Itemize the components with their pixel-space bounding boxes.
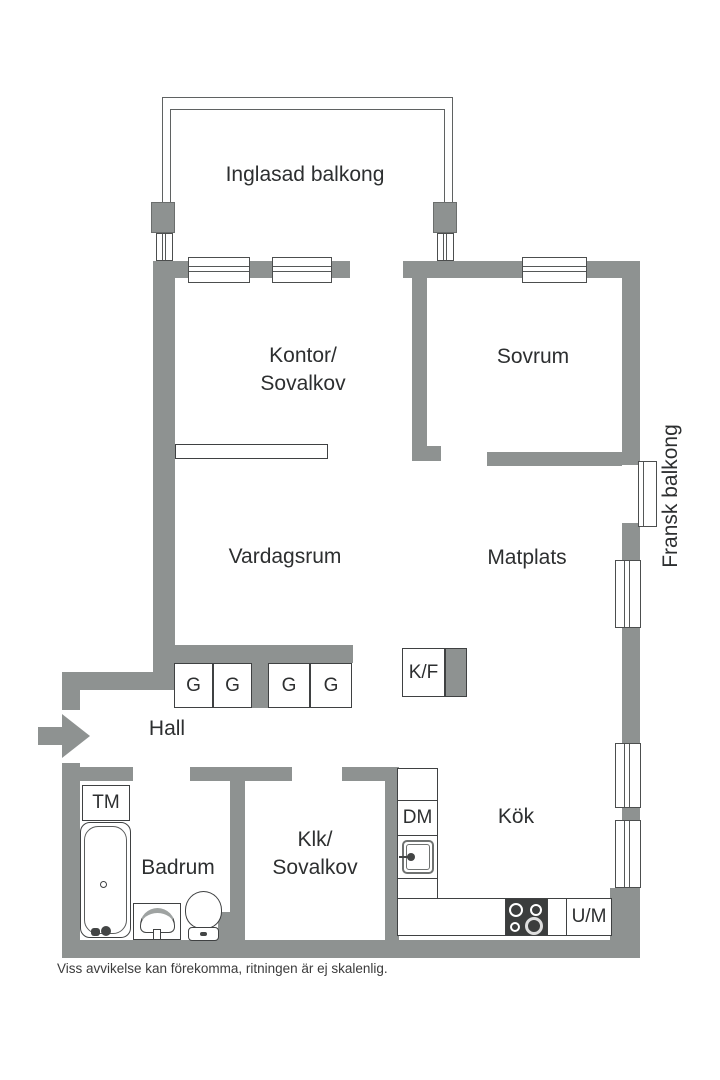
wardrobe-3-label: G bbox=[281, 674, 297, 696]
kitchen-faucet-line bbox=[399, 856, 410, 858]
bathtub-faucet-2 bbox=[101, 926, 111, 936]
wall-right-5 bbox=[622, 888, 640, 958]
wall-corner-kitchen bbox=[610, 888, 622, 940]
wardrobe-3: G bbox=[268, 663, 310, 708]
office-label-line1: Kontor/ bbox=[269, 344, 337, 367]
wall-bottom bbox=[62, 940, 640, 958]
wardrobe-2-label: G bbox=[225, 674, 240, 696]
window-kitchen-2 bbox=[615, 820, 641, 888]
low-wall-shelf bbox=[175, 444, 328, 459]
wall-hall-bottom-3 bbox=[342, 767, 399, 781]
wall-right-3 bbox=[622, 628, 640, 743]
kitchen-label: Kök bbox=[497, 805, 535, 828]
hall-label: Hall bbox=[148, 717, 186, 740]
wall-right-2 bbox=[622, 523, 640, 560]
wall-wardrobe-column bbox=[252, 645, 268, 708]
balcony-connector-window-left bbox=[156, 233, 173, 261]
bathtub-inner bbox=[84, 826, 127, 934]
kitchen-counter-bottom-2 bbox=[547, 898, 568, 936]
stove-burner-1 bbox=[509, 903, 523, 917]
balcony-label: Inglasad balkong bbox=[225, 163, 385, 186]
closet-label-line2: Sovalkov bbox=[272, 856, 358, 879]
wall-hall-jut-vertical bbox=[62, 672, 80, 710]
wardrobe-4: G bbox=[310, 663, 352, 708]
window-dining bbox=[615, 560, 641, 628]
wall-left-upper bbox=[153, 261, 175, 690]
closet-label-line1: Klk/ bbox=[297, 828, 333, 851]
wall-office-bedroom-foot bbox=[412, 446, 441, 461]
washing-machine: TM bbox=[82, 785, 130, 821]
bathtub-drain bbox=[100, 881, 107, 888]
bedroom-label: Sovrum bbox=[496, 345, 570, 368]
fridge-freezer: K/F bbox=[402, 648, 445, 697]
kitchen-counter-cell-1 bbox=[397, 768, 438, 801]
wall-left-lower bbox=[62, 763, 80, 958]
wall-office-bedroom-divider bbox=[412, 278, 427, 450]
wall-bath-divider-step bbox=[218, 912, 245, 940]
dishwasher-label: DM bbox=[402, 807, 433, 828]
office-label-line2: Sovalkov bbox=[260, 372, 346, 395]
wardrobe-2: G bbox=[213, 663, 252, 708]
oven-microwave-label: U/M bbox=[571, 906, 607, 927]
bathroom-sink-tap bbox=[153, 929, 161, 940]
living-room-label: Vardagsrum bbox=[228, 545, 342, 568]
toilet-button bbox=[200, 932, 207, 936]
wall-right-1 bbox=[622, 261, 640, 465]
french-balcony-label: Fransk balkong bbox=[659, 424, 682, 568]
dishwasher: DM bbox=[397, 800, 438, 836]
wall-bath-closet-divider bbox=[230, 767, 245, 940]
wall-closet-right bbox=[385, 767, 399, 940]
stove-burner-2 bbox=[530, 904, 542, 916]
french-balcony-rail bbox=[638, 461, 657, 527]
stove-burner-4 bbox=[525, 917, 543, 935]
window-office-2 bbox=[272, 257, 332, 283]
balcony-post-left bbox=[151, 202, 175, 233]
kitchen-faucet-dot bbox=[407, 853, 415, 861]
bathroom-label: Badrum bbox=[141, 856, 215, 879]
wall-right-4 bbox=[622, 808, 640, 820]
dining-label: Matplats bbox=[487, 546, 567, 569]
balcony-post-right bbox=[433, 202, 457, 233]
wall-bedroom-bottom bbox=[487, 452, 622, 466]
balcony-glazing-inner bbox=[170, 109, 445, 237]
washing-machine-label: TM bbox=[92, 792, 120, 813]
fridge-freezer-label: K/F bbox=[408, 661, 439, 683]
kitchen-counter-bottom-1 bbox=[397, 898, 506, 936]
oven-microwave: U/M bbox=[566, 898, 612, 936]
window-bedroom bbox=[522, 257, 587, 283]
wardrobe-1-label: G bbox=[186, 674, 201, 696]
window-office-1 bbox=[188, 257, 250, 283]
wardrobe-1: G bbox=[174, 663, 213, 708]
bathroom-sink-basin bbox=[140, 908, 175, 933]
fridge-freezer-cabinet bbox=[445, 648, 467, 697]
kitchen-counter-cell-2 bbox=[397, 878, 438, 899]
closet-label: Klk/ Sovalkov bbox=[245, 826, 385, 882]
stove-burner-3 bbox=[510, 922, 520, 932]
window-kitchen-1 bbox=[615, 743, 641, 808]
stove bbox=[505, 898, 548, 936]
office-label: Kontor/ Sovalkov bbox=[203, 342, 403, 398]
balcony-glazing-outer bbox=[162, 97, 453, 237]
wall-hall-bottom-1 bbox=[62, 767, 133, 781]
bathtub-faucet bbox=[91, 928, 100, 936]
balcony-connector-window-right bbox=[437, 233, 454, 261]
toilet-bowl bbox=[185, 891, 222, 929]
wardrobe-4-label: G bbox=[323, 674, 339, 696]
disclaimer-text: Viss avvikelse kan förekomma, ritningen … bbox=[57, 961, 388, 976]
wall-hall-jut-horizontal bbox=[62, 672, 175, 690]
